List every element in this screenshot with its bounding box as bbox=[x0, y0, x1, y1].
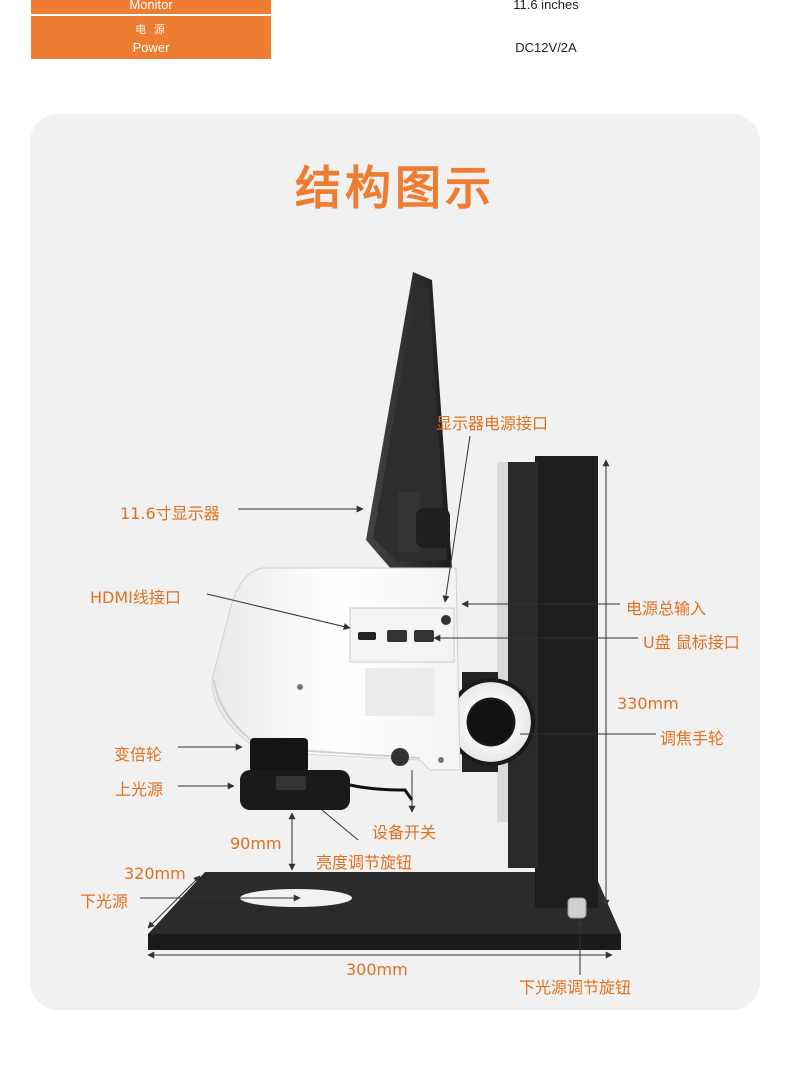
dimension-base-depth bbox=[147, 875, 201, 929]
spec-label-power-zh: 电 源 bbox=[135, 23, 167, 36]
display-graphic bbox=[366, 272, 452, 570]
label-brightness-knob: 亮度调节旋钮 bbox=[316, 853, 413, 872]
label-lower-light-knob: 下光源调节旋钮 bbox=[519, 978, 632, 997]
label-usb-ports: U盘 鼠标接口 bbox=[643, 633, 740, 652]
label-base-depth: 320mm bbox=[124, 864, 186, 883]
label-working-distance: 90mm bbox=[230, 834, 282, 853]
lower-light-knob-graphic bbox=[567, 897, 587, 919]
zoom-light-assembly bbox=[240, 738, 414, 810]
label-focus-wheel: 调焦手轮 bbox=[660, 729, 725, 748]
spec-label-monitor: Monitor bbox=[31, 0, 271, 14]
focus-wheel-graphic bbox=[447, 672, 535, 772]
label-height: 330mm bbox=[617, 694, 679, 713]
spec-row-monitor: Monitor 11.6 inches bbox=[31, 0, 761, 15]
label-base-width: 300mm bbox=[346, 960, 408, 979]
base-plate bbox=[148, 872, 621, 950]
label-lower-light: 下光源 bbox=[80, 892, 129, 911]
column-stand bbox=[497, 456, 598, 908]
spec-value-monitor: 11.6 inches bbox=[513, 0, 579, 12]
label-device-switch: 设备开关 bbox=[372, 823, 437, 842]
structure-title: 结构图示 bbox=[295, 161, 495, 215]
leader-monitor-power bbox=[442, 435, 471, 603]
microscope-body bbox=[211, 567, 461, 771]
spec-label-power: 电 源 Power bbox=[31, 16, 271, 59]
label-power-input: 电源总输入 bbox=[626, 599, 707, 618]
label-monitor-power-port: 显示器电源接口 bbox=[436, 414, 549, 433]
label-upper-light: 上光源 bbox=[115, 780, 164, 799]
spec-value-power: DC12V/2A bbox=[515, 40, 577, 55]
spec-row-power: 电 源 Power DC12V/2A bbox=[31, 16, 761, 60]
spec-label-power-en: Power bbox=[132, 40, 170, 55]
label-zoom-wheel: 变倍轮 bbox=[114, 745, 163, 764]
leader-hdmi bbox=[206, 593, 351, 630]
label-hdmi-port: HDMI线接口 bbox=[90, 588, 181, 607]
leader-brightness bbox=[321, 809, 359, 841]
label-display: 11.6寸显示器 bbox=[120, 504, 220, 523]
